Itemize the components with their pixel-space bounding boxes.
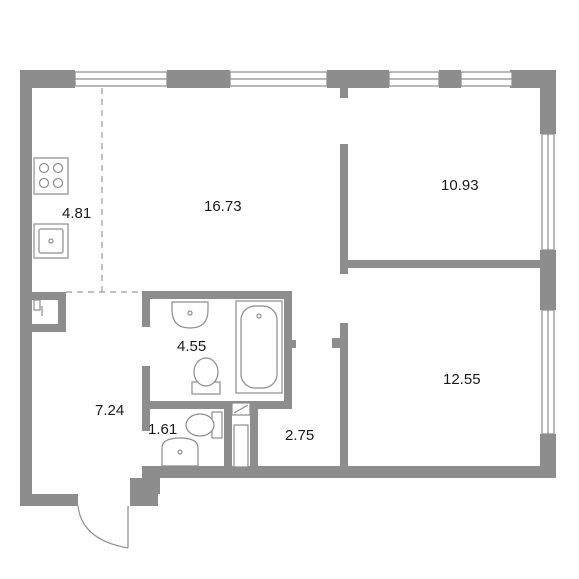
area-labels: 4.81 16.73 10.93 12.55 4.55 7.24 1.61 2.… [62,177,481,444]
entrance-door [77,505,129,549]
area-label-bathroom: 4.55 [177,338,206,355]
windows [74,71,555,435]
sink-icon [33,223,69,259]
area-label-bedroom-2: 12.55 [443,371,481,388]
stove-icon [33,157,69,195]
washbasin-icon [171,301,209,329]
kitchen-boundary [66,88,142,293]
bathtub-icon [235,300,283,394]
area-label-storage: 2.75 [285,427,314,444]
area-label-kitchen: 4.81 [62,205,91,222]
area-label-wc: 1.61 [148,421,177,438]
toilet-icon [185,411,223,439]
area-label-hallway: 7.24 [95,402,124,419]
area-label-bedroom-1: 10.93 [441,177,479,194]
area-label-living: 16.73 [204,198,242,215]
toilet-icon [191,357,221,395]
outer-walls [20,70,556,506]
interior-walls [32,88,540,473]
washbasin-icon [161,437,199,467]
